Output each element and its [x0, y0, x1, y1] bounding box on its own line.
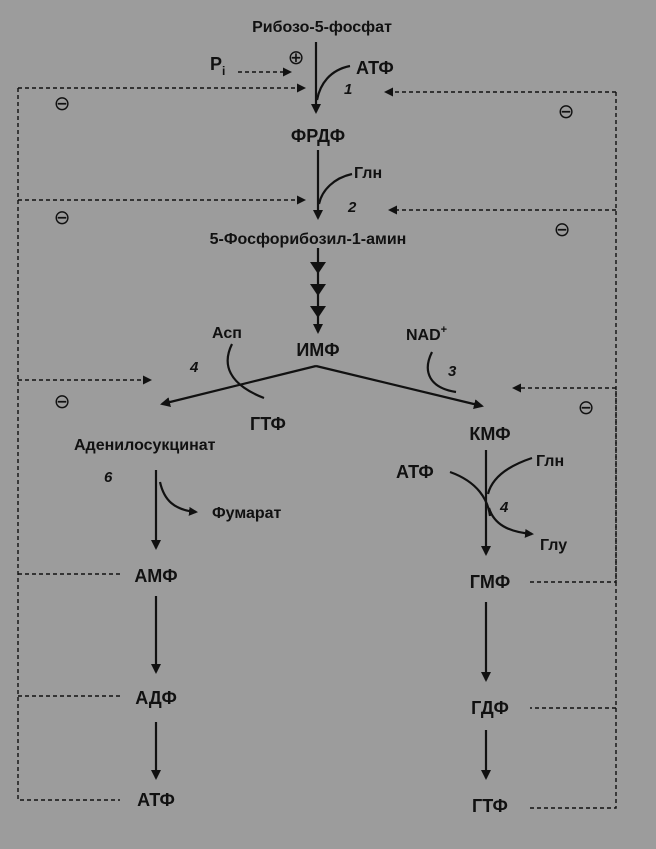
activator-symbol: ⊕ — [288, 47, 305, 69]
label-gtp-bottom: ГТФ — [472, 796, 508, 816]
inhibitor-left-2: ⊖ — [54, 207, 71, 229]
fumarate-release-curve — [158, 481, 198, 516]
gln-consumption-curve — [317, 172, 353, 205]
label-atp-bottom: АТФ — [137, 790, 175, 810]
multistep-chevron-1 — [310, 262, 326, 274]
label-atp-top: АТФ — [356, 58, 394, 78]
label-atp-right: АТФ — [396, 462, 434, 482]
asp-gtp-curve — [226, 343, 265, 400]
gln-in-curve — [486, 456, 533, 495]
step-4-left: 4 — [189, 359, 199, 376]
label-adenylosuccinate: Аденилосукцинат — [74, 437, 216, 454]
label-gln-top: Глн — [354, 165, 382, 182]
label-kmf: КМФ — [469, 424, 510, 444]
label-phosphoribosylamine: 5-Фосфорибозил-1-амин — [210, 231, 407, 248]
label-gtp-branch: ГТФ — [250, 414, 286, 434]
arrow-imp-to-kmf — [315, 364, 484, 409]
label-adp: АДФ — [135, 688, 177, 708]
multistep-chevron-2 — [310, 284, 326, 296]
inhibitor-right-2: ⊖ — [554, 219, 571, 241]
label-ribose5p: Рибозо-5-фосфат — [252, 19, 392, 36]
atp-consumption-curve — [315, 64, 351, 101]
label-nad: NAD+ — [406, 324, 447, 344]
label-gln-right: Глн — [536, 453, 564, 470]
inhibitor-left-3: ⊖ — [54, 391, 71, 413]
label-amp: АМФ — [134, 566, 177, 586]
feedback-left-outer — [17, 88, 120, 801]
feedback-gmp-to-step3 — [512, 383, 617, 583]
feedback-right-outer — [530, 92, 617, 809]
label-asp: Асп — [212, 325, 242, 342]
step-2: 2 — [347, 199, 357, 216]
inhibitor-right-1: ⊖ — [558, 101, 575, 123]
multistep-chevron-3 — [310, 306, 326, 318]
inhibitor-right-3: ⊖ — [578, 397, 595, 419]
step-3: 3 — [448, 363, 457, 380]
label-gdp: ГДФ — [471, 698, 509, 718]
nad-curve — [426, 351, 457, 394]
step-4-right: 4 — [499, 499, 509, 516]
label-pi: Pi — [210, 54, 225, 78]
label-gmp: ГМФ — [470, 572, 511, 592]
glu-release-curve — [487, 507, 534, 538]
label-glu: Глу — [540, 537, 567, 554]
step-6: 6 — [104, 469, 113, 486]
inhibitor-left-1: ⊖ — [54, 93, 71, 115]
atp-gln-curve — [449, 470, 492, 517]
label-fumarate: Фумарат — [212, 505, 282, 522]
label-frdf: ФРДФ — [291, 126, 345, 146]
label-imp: ИМФ — [296, 340, 339, 360]
step-1: 1 — [344, 81, 352, 98]
